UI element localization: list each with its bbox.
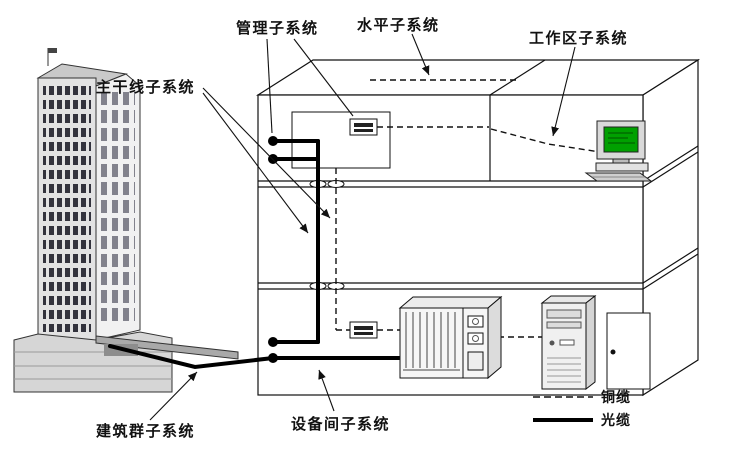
label-management: 管理子系统 <box>236 19 319 37</box>
building-front-windows <box>43 86 91 332</box>
monitor-screen <box>603 126 639 153</box>
copper-cables <box>335 79 601 338</box>
equipment-room-leader <box>318 369 335 412</box>
work-area-leader <box>551 46 576 137</box>
building-base <box>13 331 173 393</box>
fiber-cables <box>108 139 402 370</box>
desktop-unit <box>595 162 649 172</box>
monitor-stand <box>612 158 630 164</box>
label-campus: 建筑群子系统 <box>96 422 195 440</box>
management-leader-1 <box>266 38 273 134</box>
building-flag <box>48 48 57 53</box>
legend-fiber-label: 光缆 <box>600 412 631 428</box>
backbone-leader-2 <box>202 87 331 219</box>
backbone-leader-1 <box>202 92 309 234</box>
door-knob-icon <box>610 349 616 355</box>
equipment-rack <box>398 295 503 380</box>
building-side-windows <box>101 92 135 324</box>
label-equipment-room: 设备间子系统 <box>291 415 390 433</box>
label-work-area: 工作区子系统 <box>529 29 628 47</box>
label-backbone: 主干线子系统 <box>96 78 195 96</box>
label-horizontal: 水平子系统 <box>357 16 440 34</box>
power-button-icon <box>549 340 555 346</box>
door <box>606 312 651 390</box>
horizontal-leader <box>411 33 430 76</box>
legend: 铜缆 光缆 <box>533 389 631 428</box>
building-walkway <box>95 335 239 360</box>
legend-copper-label: 铜缆 <box>601 389 631 405</box>
management-leader-2 <box>293 38 354 117</box>
workstation-computer <box>584 120 653 182</box>
campus-leader <box>149 371 198 421</box>
labels: 管理子系统 水平子系统 工作区子系统 主干线子系统 建筑群子系统 设备间子系统 <box>96 16 628 440</box>
campus-cable <box>108 344 275 370</box>
equipment-patch-device <box>349 321 378 339</box>
tower-pc <box>540 294 597 391</box>
building-illustration <box>13 48 239 393</box>
work-area-drop <box>490 128 601 153</box>
section-right-face <box>642 58 699 397</box>
leader-lines <box>149 33 576 421</box>
